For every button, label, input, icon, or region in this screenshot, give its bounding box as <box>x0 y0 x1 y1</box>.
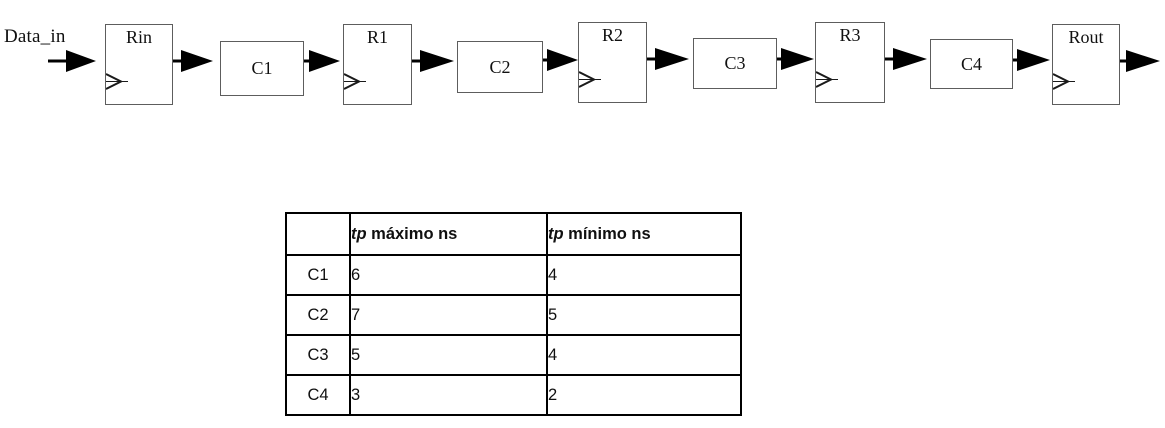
header-tp-max: tp máximo ns <box>349 212 548 256</box>
table-row: C1 6 4 <box>285 254 742 296</box>
arrow-r3-to-c4 <box>885 48 927 70</box>
table-row: C2 7 5 <box>285 294 742 336</box>
table-row: C3 5 4 <box>285 334 742 376</box>
register-rin[interactable]: Rin <box>105 24 173 105</box>
comb-block-c2[interactable]: C2 <box>457 41 543 93</box>
register-rout[interactable]: Rout <box>1052 24 1120 105</box>
comb-block-c1[interactable]: C1 <box>220 41 304 96</box>
tp-symbol-min: tp <box>548 224 564 243</box>
comb-block-c3[interactable]: C3 <box>693 38 777 89</box>
arrow-r2-to-c3 <box>647 48 689 70</box>
row-name-c1: C1 <box>285 254 351 296</box>
arrow-datain-to-rin <box>48 50 96 72</box>
clock-triangle-icon <box>816 71 838 88</box>
row-c1-tp-max: 6 <box>349 254 548 296</box>
arrow-rin-to-c1 <box>173 50 213 72</box>
comb-block-c4[interactable]: C4 <box>930 39 1013 89</box>
pipeline-diagram: Data_in Rin C1 R1 <box>0 0 1165 130</box>
arrow-c1-to-r1 <box>304 50 340 72</box>
propagation-delay-table: tp máximo ns tp mínimo ns C1 6 4 C2 7 5 … <box>285 212 742 416</box>
register-rout-label: Rout <box>1068 27 1104 47</box>
arrow-c4-to-rout <box>1013 49 1050 71</box>
row-c2-tp-max: 7 <box>349 294 548 336</box>
row-name-c3: C3 <box>285 334 351 376</box>
register-r2-label: R2 <box>601 25 623 45</box>
row-c3-tp-max: 5 <box>349 334 548 376</box>
header-tp-max-text: máximo ns <box>366 224 458 243</box>
clock-triangle-icon <box>1053 73 1075 90</box>
row-c4-tp-max: 3 <box>349 374 548 416</box>
header-tp-min-text: mínimo ns <box>563 224 651 243</box>
arrow-r1-to-c2 <box>412 50 454 72</box>
register-r1[interactable]: R1 <box>343 24 412 105</box>
clock-triangle-icon <box>106 73 128 90</box>
clock-triangle-icon <box>579 71 601 88</box>
arrow-c3-to-r3 <box>777 48 814 70</box>
register-r3[interactable]: R3 <box>815 22 885 103</box>
comb-block-c1-label: C1 <box>251 58 273 78</box>
row-name-c4: C4 <box>285 374 351 416</box>
row-c4-tp-min: 2 <box>546 374 742 416</box>
arrow-rout-output <box>1120 50 1160 72</box>
arrow-c2-to-r2 <box>543 49 578 71</box>
header-tp-min: tp mínimo ns <box>546 212 742 256</box>
register-rin-label: Rin <box>125 27 152 47</box>
register-r1-label: R1 <box>366 27 388 47</box>
row-c2-tp-min: 5 <box>546 294 742 336</box>
header-blank <box>285 212 351 256</box>
comb-block-c2-label: C2 <box>489 56 511 77</box>
row-c3-tp-min: 4 <box>546 334 742 376</box>
row-name-c2: C2 <box>285 294 351 336</box>
row-c1-tp-min: 4 <box>546 254 742 296</box>
comb-block-c4-label: C4 <box>960 53 982 74</box>
tp-symbol-max: tp <box>351 224 367 243</box>
register-r2[interactable]: R2 <box>578 22 647 103</box>
register-r3-label: R3 <box>839 25 861 45</box>
data-in-label: Data_in <box>4 26 66 47</box>
comb-block-c3-label: C3 <box>724 53 746 73</box>
table-row: C4 3 2 <box>285 374 742 416</box>
clock-triangle-icon <box>344 73 366 90</box>
table-header-row: tp máximo ns tp mínimo ns <box>285 212 742 256</box>
